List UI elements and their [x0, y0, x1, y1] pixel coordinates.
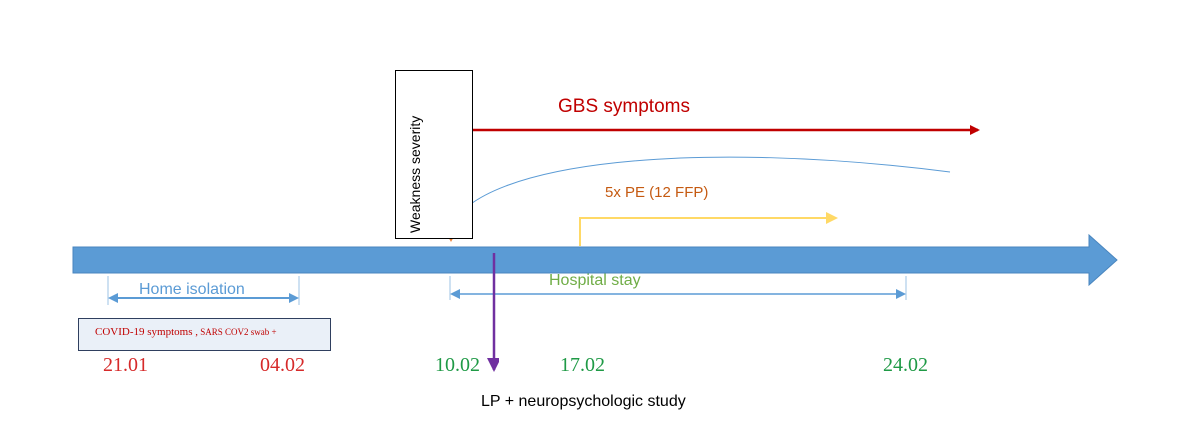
- covid-symptoms-text: COVID-19 symptoms , SARS COV2 swab +: [95, 327, 277, 338]
- gbs-symptoms-label: GBS symptoms: [558, 96, 690, 117]
- date-label-10-02: 10.02: [435, 354, 480, 376]
- date-label-24-02: 24.02: [883, 354, 928, 376]
- date-label-17-02: 17.02: [560, 354, 605, 376]
- covid-symptoms-box: [78, 318, 331, 351]
- weakness-curve: [449, 156, 951, 229]
- plasma-exchange-arrow: [579, 212, 838, 246]
- weakness-severity-box: [395, 70, 473, 239]
- hospital-stay-label: Hospital stay: [549, 272, 641, 289]
- lp-study-label: LP + neuropsychologic study: [481, 393, 686, 410]
- sars-cov2-swab-label: SARS COV2 swab +: [197, 327, 277, 337]
- covid-symptoms-label: COVID-19 symptoms ,: [95, 326, 198, 338]
- weakness-severity-label: Weakness severity: [407, 115, 423, 233]
- timeline-arrow: [72, 233, 1118, 287]
- plasma-exchange-label: 5x PE (12 FFP): [605, 184, 709, 201]
- date-label-21-01: 21.01: [103, 354, 148, 376]
- home-isolation-label: Home isolation: [139, 281, 245, 298]
- date-label-04-02: 04.02: [260, 354, 305, 376]
